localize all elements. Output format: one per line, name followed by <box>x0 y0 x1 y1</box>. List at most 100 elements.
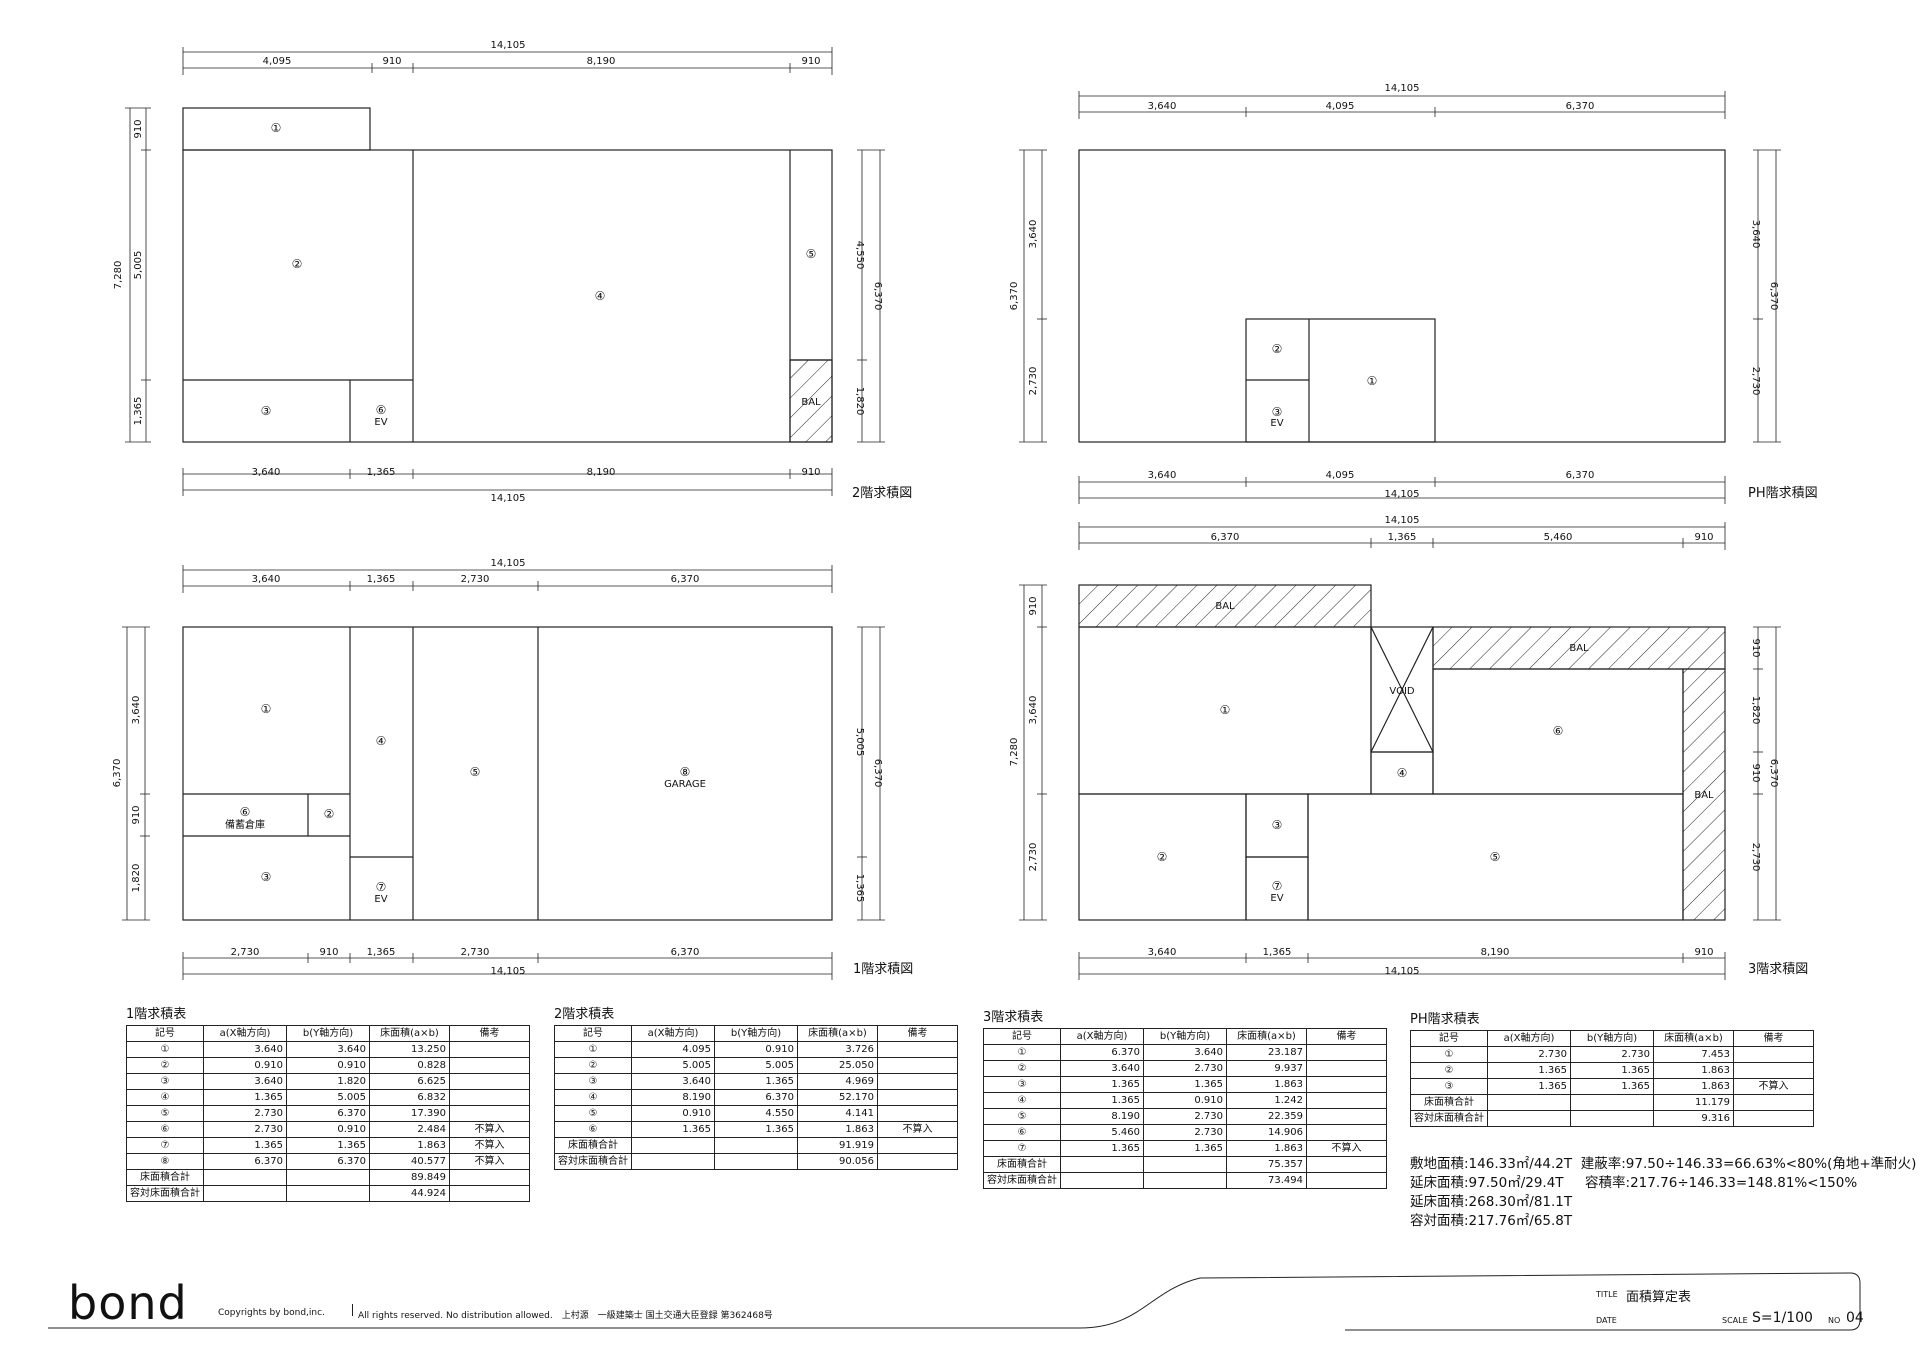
ph-dim-left-bot: 2,730 <box>1028 367 1039 396</box>
floor3-balcony-3 <box>1682 668 1726 921</box>
ph-dim-top-1: 3,640 <box>1148 101 1177 112</box>
table-cell: 1.242 <box>1226 1092 1307 1109</box>
table-cell <box>631 1137 715 1154</box>
table-cell: ③ <box>554 1073 632 1090</box>
floor1-dim-top-4: 6,370 <box>671 574 700 585</box>
table-cell: 不算入 <box>1306 1140 1387 1157</box>
table-cell: 3.640 <box>631 1073 715 1090</box>
table-cell: 1.863 <box>1653 1062 1734 1079</box>
table-cell: 4.095 <box>631 1041 715 1058</box>
table-cell: 2.730 <box>1570 1046 1654 1063</box>
floor3-room-6: ⑥ <box>1553 724 1564 738</box>
title-label: TITLE <box>1596 1290 1618 1299</box>
table-cell <box>1487 1094 1571 1111</box>
table-cell: ① <box>126 1041 204 1058</box>
floor3-dim-right-b: 1,820 <box>1750 696 1761 725</box>
table-cell: 1.365 <box>286 1137 370 1154</box>
floor1-dim-top-2: 1,365 <box>367 574 396 585</box>
floor2-dim-right-bot: 1,820 <box>854 387 865 416</box>
table-cell: 容対床面積合計 <box>126 1185 204 1202</box>
table-header-cell: b(Y軸方向) <box>714 1025 798 1042</box>
floor1-labels: 14,105 3,640 1,365 2,730 6,370 2,730 910… <box>112 558 913 977</box>
ph-dim-left-outer: 6,370 <box>1009 282 1020 311</box>
table-cell: 9.937 <box>1226 1060 1307 1077</box>
table-cell: ⑦ <box>983 1140 1061 1157</box>
table-header-cell: 備考 <box>1306 1028 1387 1045</box>
floor2-dim-bottom-3: 8,190 <box>587 467 616 478</box>
table-cell <box>1733 1094 1814 1111</box>
table-cell: 1.365 <box>203 1089 287 1106</box>
floor1-dim-bottom-5: 6,370 <box>671 947 700 958</box>
table-cell: ⑤ <box>983 1108 1061 1125</box>
table-cell <box>203 1185 287 1202</box>
table-cell: 44.924 <box>369 1185 450 1202</box>
table-cell: ① <box>1410 1046 1488 1063</box>
table-cell <box>203 1169 287 1186</box>
table-cell: 13.250 <box>369 1041 450 1058</box>
table-header-cell: 記号 <box>126 1025 204 1042</box>
table-cell: 14.906 <box>1226 1124 1307 1141</box>
floor3-dim-top-1: 6,370 <box>1211 532 1240 543</box>
floor1-plan-title: 1階求積図 <box>853 962 913 977</box>
table-cell <box>286 1169 370 1186</box>
floor3-dim-bottom-2: 1,365 <box>1263 947 1292 958</box>
table-cell: 1.863 <box>1226 1140 1307 1157</box>
table-cell <box>1487 1110 1571 1127</box>
ph-room-3-ev: EV <box>1270 418 1283 429</box>
table-cell: 40.577 <box>369 1153 450 1170</box>
ph-dim-right-outer: 6,370 <box>1768 282 1779 311</box>
floor1-room-4: ④ <box>376 734 387 748</box>
floor1-room-5: ⑤ <box>470 765 481 779</box>
floor2-dim-left-outer: 7,280 <box>113 261 124 290</box>
table-cell: 1.863 <box>797 1121 878 1138</box>
ph-dim-right-bot: 2,730 <box>1750 367 1761 396</box>
area-summary: 敷地面積:146.33㎡/44.2T 建蔽率:97.50÷146.33=66.6… <box>1410 1155 1916 1231</box>
table-cell <box>1306 1156 1387 1173</box>
floor2-room-6: ⑥ <box>376 403 387 417</box>
floor3-dimensions <box>1019 522 1781 980</box>
floor3-dim-left-bot: 2,730 <box>1028 843 1039 872</box>
table-cell: 90.056 <box>797 1153 878 1170</box>
ph-dim-bottom-3: 6,370 <box>1566 470 1595 481</box>
table-cell: 1.365 <box>1060 1092 1144 1109</box>
table-cell: 9.316 <box>1653 1110 1734 1127</box>
table-cell: 11.179 <box>1653 1094 1734 1111</box>
table-cell <box>877 1041 958 1058</box>
table-cell: 1.365 <box>1143 1140 1227 1157</box>
table-cell <box>449 1073 530 1090</box>
floor2-dim-left-bot: 1,365 <box>133 397 144 426</box>
table-cell <box>877 1153 958 1170</box>
floor1-dim-right-outer: 6,370 <box>872 759 883 788</box>
summary-line-3: 延床面積:268.30㎡/81.1T <box>1410 1194 1573 1210</box>
floor2-balcony-label: BAL <box>801 397 821 408</box>
floor1-dim-right-top: 5,005 <box>854 728 865 757</box>
table-cell <box>1570 1094 1654 1111</box>
table-cell <box>1060 1172 1144 1189</box>
floor3-dim-right-a: 910 <box>1750 638 1761 657</box>
table-floor1-header: 記号 a(X軸方向) b(Y軸方向) 床面積(a×b) 備考 <box>126 1025 530 1042</box>
floor1-room-2: ② <box>324 807 335 821</box>
site-area: 敷地面積:146.33㎡/44.2T <box>1410 1156 1573 1172</box>
table-cell: 8.190 <box>1060 1108 1144 1125</box>
floor1-room-8: ⑧ <box>680 765 691 779</box>
table-cell: 17.390 <box>369 1105 450 1122</box>
table-cell: 7.453 <box>1653 1046 1734 1063</box>
floor3-dim-left-mid: 3,640 <box>1028 696 1039 725</box>
table-cell: 22.359 <box>1226 1108 1307 1125</box>
table-cell: 床面積合計 <box>126 1169 204 1186</box>
table-cell: 不算入 <box>449 1121 530 1138</box>
ph-room-3: ③ <box>1272 405 1283 419</box>
